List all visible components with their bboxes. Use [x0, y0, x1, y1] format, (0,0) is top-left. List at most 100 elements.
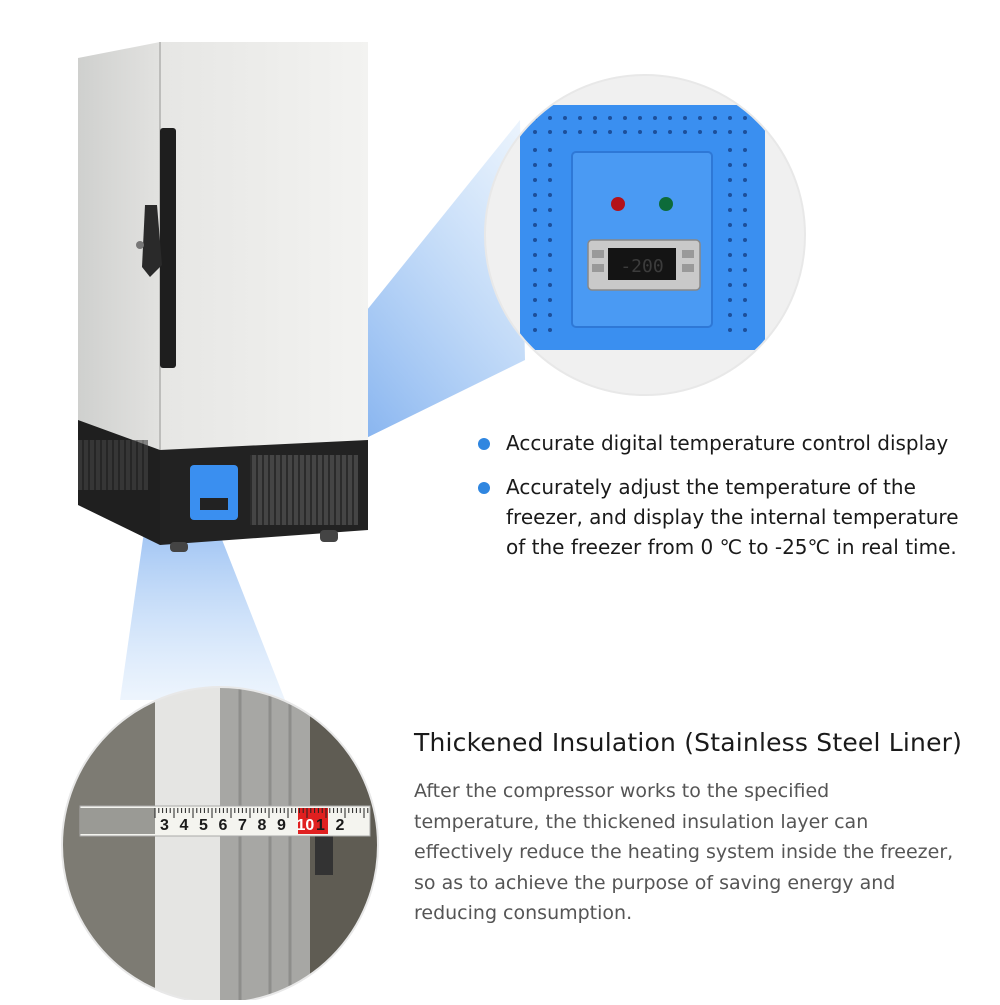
panel-hole	[533, 238, 537, 242]
panel-hole	[713, 130, 717, 134]
panel-hole	[743, 283, 747, 287]
panel-hole	[548, 238, 552, 242]
panel-hole	[743, 178, 747, 182]
panel-hole	[743, 116, 747, 120]
panel-hole	[668, 116, 672, 120]
panel-hole	[743, 148, 747, 152]
paragraph-line: temperature, the thickened insulation la…	[414, 810, 869, 833]
panel-hole	[533, 328, 537, 332]
panel-hole	[728, 313, 732, 317]
panel-hole	[548, 130, 552, 134]
panel-hole	[533, 193, 537, 197]
panel-hole	[728, 163, 732, 167]
panel-hole	[728, 298, 732, 302]
panel-hole	[728, 328, 732, 332]
panel-hole	[533, 163, 537, 167]
panel-hole	[563, 130, 567, 134]
panel-hole	[728, 238, 732, 242]
panel-hole	[653, 130, 657, 134]
panel-hole	[548, 208, 552, 212]
panel-hole	[638, 116, 642, 120]
panel-hole	[728, 148, 732, 152]
paragraph-line: so as to achieve the purpose of saving e…	[414, 871, 896, 894]
panel-hole	[548, 298, 552, 302]
tape-number: 6	[219, 817, 228, 834]
panel-hole	[533, 313, 537, 317]
panel-hole	[728, 208, 732, 212]
panel-hole	[533, 223, 537, 227]
panel-hole	[683, 116, 687, 120]
panel-hole	[533, 178, 537, 182]
thermostat-display-text: -200	[620, 256, 663, 277]
door-lock	[142, 205, 162, 277]
bullet-line: of the freezer from 0 ℃ to -25℃ in real …	[506, 535, 957, 559]
panel-hole	[728, 253, 732, 257]
panel-hole	[608, 116, 612, 120]
red-indicator-light	[611, 197, 625, 211]
bullet-line: Accurate digital temperature control dis…	[506, 431, 949, 455]
feature-bullets: Accurate digital temperature control dis…	[478, 428, 978, 576]
panel-hole	[728, 268, 732, 272]
panel-hole	[548, 193, 552, 197]
panel-hole	[743, 223, 747, 227]
panel-hole	[593, 116, 597, 120]
freezer-cabinet	[78, 42, 368, 552]
panel-hole	[548, 163, 552, 167]
panel-hole	[683, 130, 687, 134]
panel-hole	[548, 283, 552, 287]
door-handle	[160, 128, 176, 368]
panel-hole	[728, 130, 732, 134]
panel-hole	[533, 208, 537, 212]
panel-hole	[743, 268, 747, 272]
panel-hole	[548, 116, 552, 120]
panel-hole	[728, 193, 732, 197]
bullet-line: Accurately adjust the temperature of the	[506, 475, 916, 499]
panel-hole	[578, 116, 582, 120]
panel-hole	[743, 238, 747, 242]
paragraph-line: effectively reduce the heating system in…	[414, 841, 954, 863]
bullet-dot-icon	[478, 438, 490, 450]
tape-number: 9	[277, 817, 286, 834]
tape-number: 10	[297, 817, 315, 834]
panel-hole	[533, 283, 537, 287]
bullet-dot-icon	[478, 482, 490, 494]
panel-hole	[533, 268, 537, 272]
panel-hole	[698, 130, 702, 134]
panel-hole	[743, 163, 747, 167]
panel-hole	[713, 116, 717, 120]
control-panel-closeup: -200	[485, 75, 805, 395]
tape-number: 4	[180, 817, 189, 834]
panel-hole	[533, 298, 537, 302]
panel-hole	[623, 116, 627, 120]
panel-hole	[653, 116, 657, 120]
panel-hole	[743, 253, 747, 257]
panel-hole	[548, 268, 552, 272]
bullet-line: freezer, and display the internal temper…	[506, 505, 959, 529]
tape-number: 5	[199, 817, 208, 834]
panel-hole	[548, 178, 552, 182]
paragraph-line: After the compressor works to the specif…	[414, 780, 830, 802]
panel-hole	[743, 130, 747, 134]
panel-hole	[533, 148, 537, 152]
panel-hole	[698, 116, 702, 120]
panel-hole	[638, 130, 642, 134]
insulation-description: After the compressor works to the specif…	[414, 776, 974, 929]
panel-hole	[548, 328, 552, 332]
panel-hole	[743, 208, 747, 212]
panel-hole	[548, 223, 552, 227]
panel-hole	[728, 116, 732, 120]
panel-hole	[728, 283, 732, 287]
panel-hole	[533, 130, 537, 134]
tape-number: 1	[316, 817, 325, 834]
tape-number: 2	[336, 817, 345, 834]
panel-hole	[743, 313, 747, 317]
tape-number: 3	[160, 817, 169, 834]
panel-hole	[668, 130, 672, 134]
panel-hole	[533, 253, 537, 257]
panel-hole	[743, 328, 747, 332]
insulation-title: Thickened Insulation (Stainless Steel Li…	[414, 728, 963, 757]
panel-hole	[548, 148, 552, 152]
bullet-temperature-display: Accurate digital temperature control dis…	[478, 428, 978, 458]
panel-hole	[578, 130, 582, 134]
